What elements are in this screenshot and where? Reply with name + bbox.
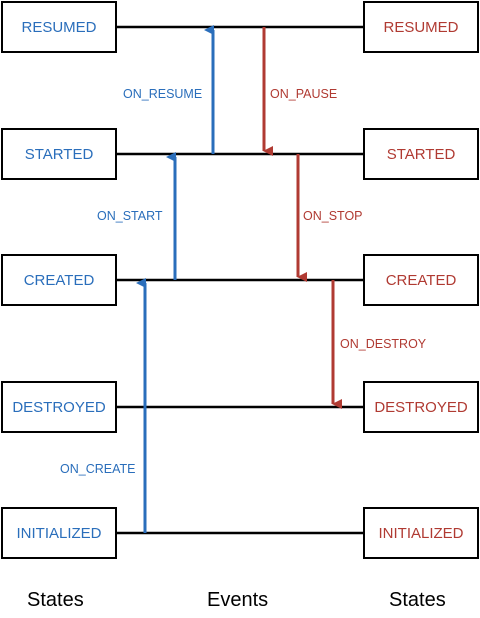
state-left-destroyed: DESTROYED (1, 381, 117, 433)
state-left-initialized: INITIALIZED (1, 507, 117, 559)
event-label-on-create: ON_CREATE (60, 462, 136, 476)
state-right-created: CREATED (363, 254, 479, 306)
event-label-on-resume: ON_RESUME (123, 87, 203, 101)
event-label-on-destroy: ON_DESTROY (340, 337, 427, 351)
event-label-on-stop: ON_STOP (303, 209, 363, 223)
state-right-initialized: INITIALIZED (363, 507, 479, 559)
event-label-on-pause: ON_PAUSE (270, 87, 338, 101)
state-left-started: STARTED (1, 128, 117, 180)
state-right-started: STARTED (363, 128, 479, 180)
state-left-created: CREATED (1, 254, 117, 306)
footer-events: Events (207, 589, 269, 611)
footer-states-right: States (389, 589, 446, 611)
footer-states-left: States (27, 589, 84, 611)
event-label-on-start: ON_START (97, 209, 163, 223)
state-right-resumed: RESUMED (363, 1, 479, 53)
state-left-resumed: RESUMED (1, 1, 117, 53)
state-right-destroyed: DESTROYED (363, 381, 479, 433)
